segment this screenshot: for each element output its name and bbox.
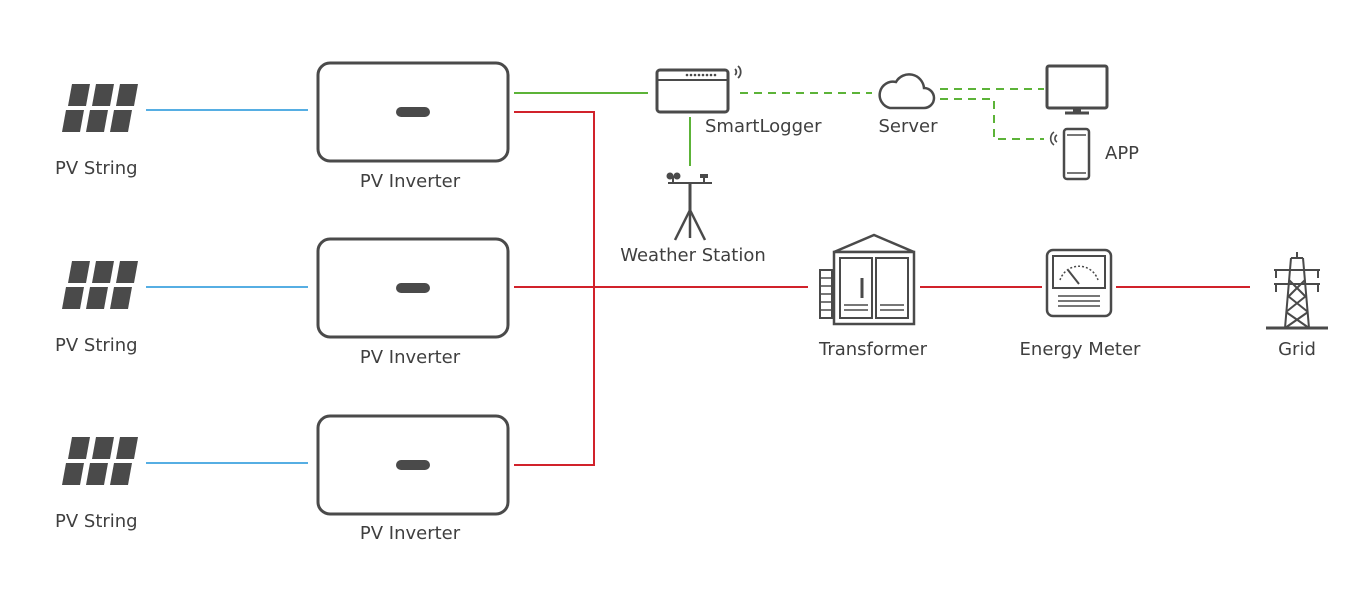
transformer-label: Transformer [818,339,928,360]
ac-line-inverter-1 [514,111,595,466]
inverter-icon [316,61,510,163]
grid-label: Grid [1278,339,1316,360]
pv-inverter-label: PV Inverter [359,347,461,368]
pv-string-label: PV String [55,158,138,179]
solar-panel-icon [62,437,138,485]
pv-string-label: PV String [55,511,138,532]
pv-inverter-label: PV Inverter [359,171,461,192]
transmission-tower-icon [1266,252,1328,330]
weather-station-icon [666,172,712,241]
inverter-icon [316,414,510,516]
energy-meter-label: Energy Meter [1019,339,1141,360]
cloud-icon [878,73,936,110]
comm-lines [514,88,1044,166]
smartlogger-icon [655,65,742,114]
app-label: APP [1105,143,1140,164]
comm-line-server-to-app [940,98,1044,140]
server-label: Server [878,116,938,137]
pv-string-label: PV String [55,335,138,356]
energy-meter-icon [1045,248,1113,318]
pv-inverter-label: PV Inverter [359,523,461,544]
smartphone-icon [1049,127,1091,181]
ac-lines [514,111,1250,466]
smartlogger-label: SmartLogger [705,116,822,137]
monitor-icon [1045,64,1109,115]
dc-lines [146,109,308,464]
solar-panel-icon [62,84,138,132]
weather-station-label: Weather Station [620,245,766,266]
transformer-icon [819,233,916,326]
inverter-icon [316,237,510,339]
solar-panel-icon [62,261,138,309]
